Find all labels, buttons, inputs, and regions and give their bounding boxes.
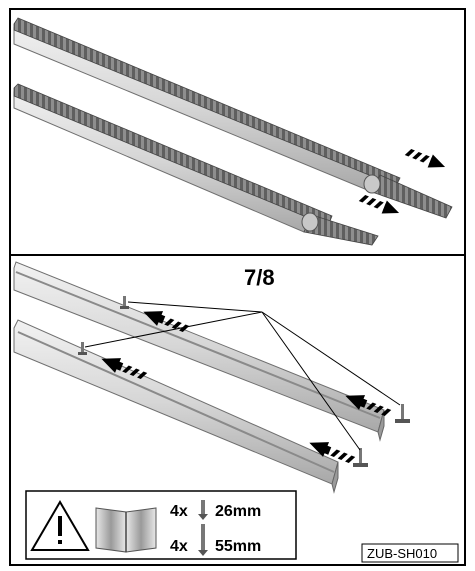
figure-code: ZUB-SH010	[367, 546, 437, 561]
rail-with-strip-1	[13, 17, 453, 219]
insert-arrow-4	[309, 442, 356, 464]
direction-arrow-2	[358, 194, 400, 214]
callout-label: 7/8	[244, 265, 275, 290]
long-screw-icon	[198, 524, 208, 556]
insert-arrow-3	[345, 395, 392, 417]
direction-arrow-1	[404, 148, 446, 168]
info-box: 4x 26mm 4x 55mm	[25, 490, 297, 560]
insert-arrow-2	[101, 358, 148, 380]
spec-length-1: 26mm	[215, 503, 261, 520]
insert-arrow-1	[143, 311, 190, 333]
outer-frame	[9, 8, 466, 566]
screw-left-a	[120, 296, 129, 309]
spec-quantity-1: 4x	[170, 503, 188, 520]
spec-length-2: 55mm	[215, 538, 261, 555]
manual-book-icon	[95, 507, 157, 553]
top-panel	[13, 17, 453, 246]
figure-code-box: ZUB-SH010	[361, 543, 459, 563]
rail-with-strip-2	[13, 83, 379, 246]
screw-right-a	[395, 404, 410, 423]
bottom-panel: 7/8	[13, 261, 410, 494]
warning-triangle-icon	[30, 500, 90, 551]
screw-right-b	[353, 448, 368, 467]
callout-leaders	[84, 301, 401, 451]
short-screw-icon	[198, 500, 208, 520]
rail-a	[13, 261, 385, 442]
screw-left-b	[78, 342, 87, 355]
spec-quantity-2: 4x	[170, 538, 188, 555]
rail-b	[13, 319, 339, 494]
